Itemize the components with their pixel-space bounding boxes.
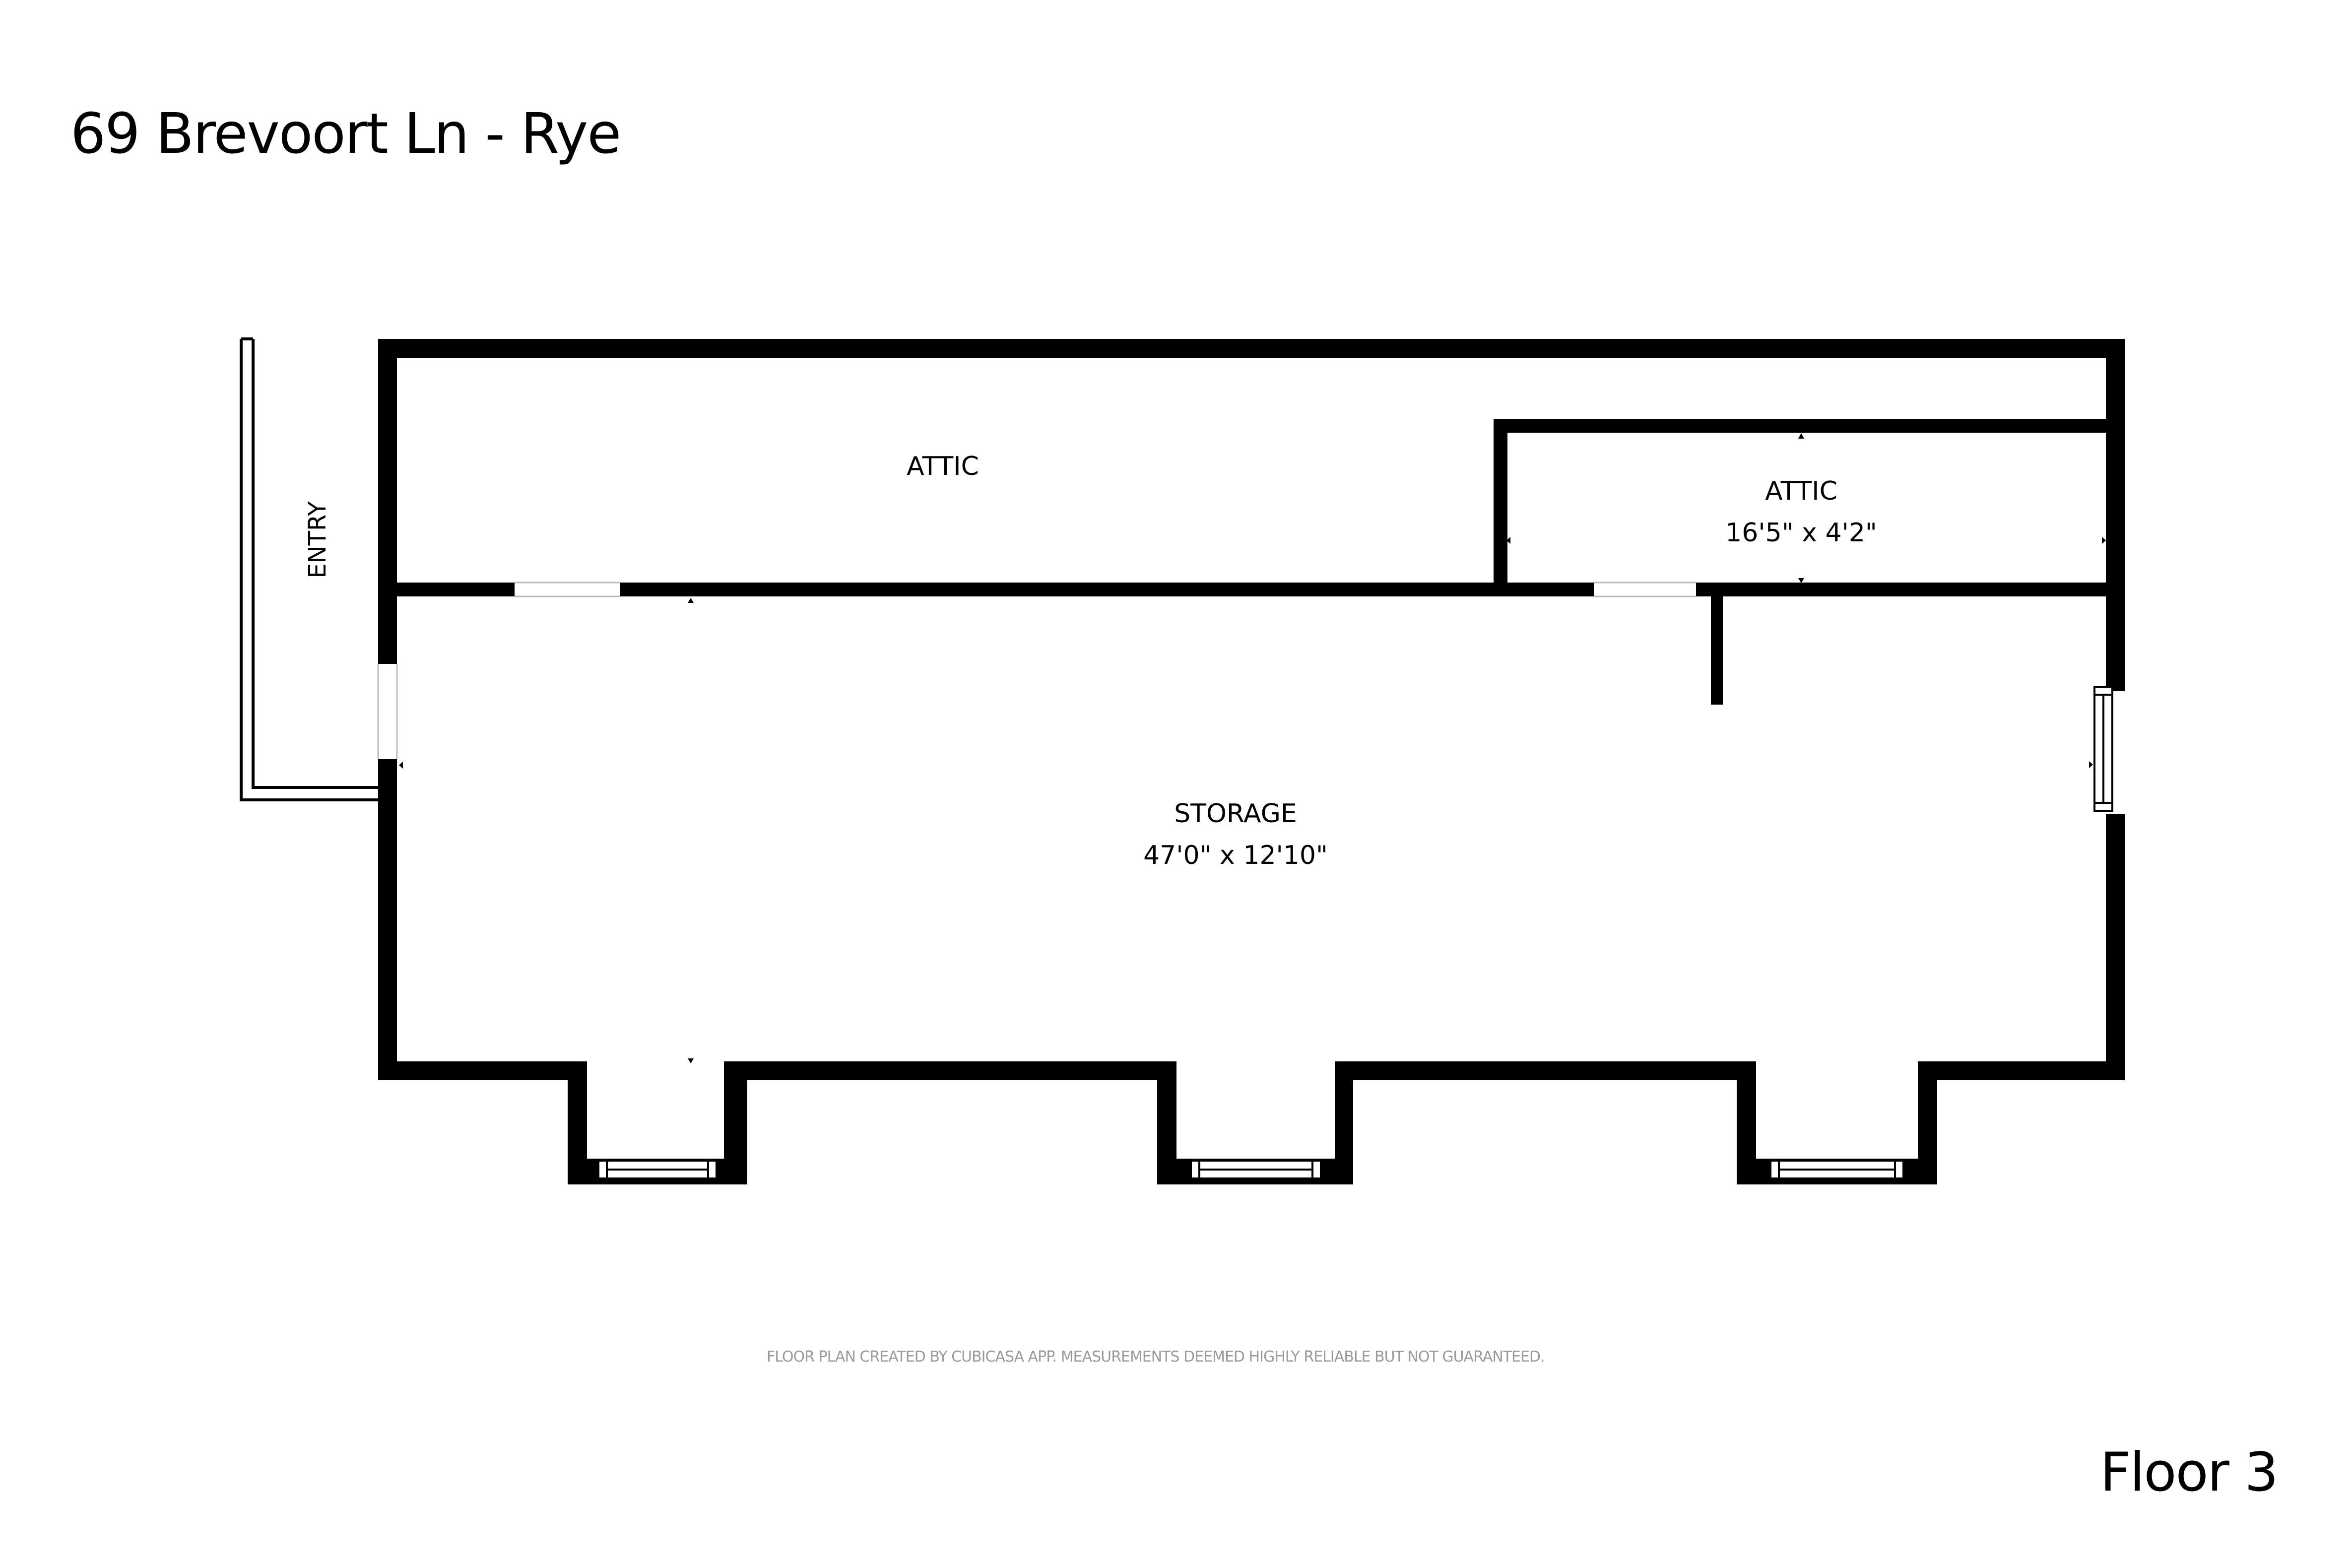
room-dimensions: 47'0" x 12'10" (1143, 841, 1328, 870)
right-window (2093, 686, 2113, 812)
floor-label: Floor 3 (2100, 1441, 2279, 1503)
bump-out-3 (1737, 1058, 1937, 1184)
room-label-entry: ENTRY (304, 465, 331, 614)
bump-out-2 (1157, 1058, 1353, 1184)
room-label-attic-small: ATTIC 16'5" x 4'2" (1652, 470, 1950, 554)
interior-walls (378, 419, 2108, 705)
disclaimer-text: FLOOR PLAN CREATED BY CUBICASA APP. MEAS… (767, 1348, 1545, 1366)
entry-railing (240, 337, 378, 801)
room-label-storage: STORAGE 47'0" x 12'10" (1087, 793, 1384, 876)
room-dimensions: 16'5" x 4'2" (1725, 518, 1877, 548)
room-name: ENTRY (304, 501, 331, 579)
property-title: 69 Brevoort Ln - Rye (70, 102, 621, 166)
room-label-attic-main: ATTIC (844, 452, 1042, 481)
dimension-markers (399, 433, 2106, 1063)
bump-out-1 (568, 1058, 747, 1184)
bump-outs (568, 1058, 1937, 1184)
exterior-walls (378, 339, 2125, 1080)
room-name: STORAGE (1174, 799, 1297, 829)
room-name: ATTIC (1765, 476, 1837, 506)
door-openings (377, 582, 1696, 759)
room-name: ATTIC (907, 452, 979, 481)
